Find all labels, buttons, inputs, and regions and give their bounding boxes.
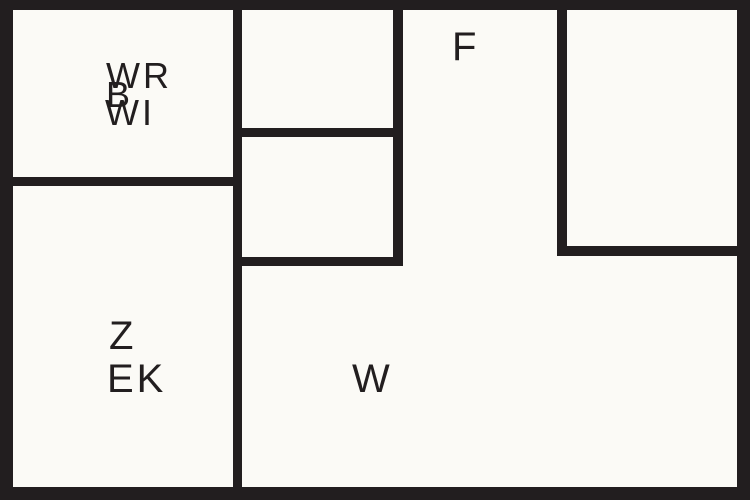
room-label-ek: EK xyxy=(107,357,167,401)
room-label-b: B xyxy=(106,74,134,115)
room-label-wi: WI xyxy=(105,92,155,133)
wall-middle-upper-divider xyxy=(233,128,403,137)
outer-wall-left xyxy=(0,0,13,500)
room-middle-upper xyxy=(242,10,393,128)
wall-top-right-room-left xyxy=(557,0,567,256)
room-label-z: Z xyxy=(109,314,137,358)
room-label-wr: WR xyxy=(106,55,172,96)
wall-center-vertical xyxy=(233,0,242,500)
wall-middle-lower-divider xyxy=(233,257,403,266)
outer-wall-bottom xyxy=(0,487,750,500)
room-top-right xyxy=(567,10,737,246)
wall-top-right-room-bottom xyxy=(557,246,750,256)
room-label-f: F xyxy=(452,25,480,69)
room-main xyxy=(242,266,737,487)
room-middle-lower xyxy=(242,137,393,257)
outer-wall-top xyxy=(0,0,750,10)
wall-left-rooms-divider xyxy=(0,177,242,186)
room-label-w: W xyxy=(352,357,393,401)
